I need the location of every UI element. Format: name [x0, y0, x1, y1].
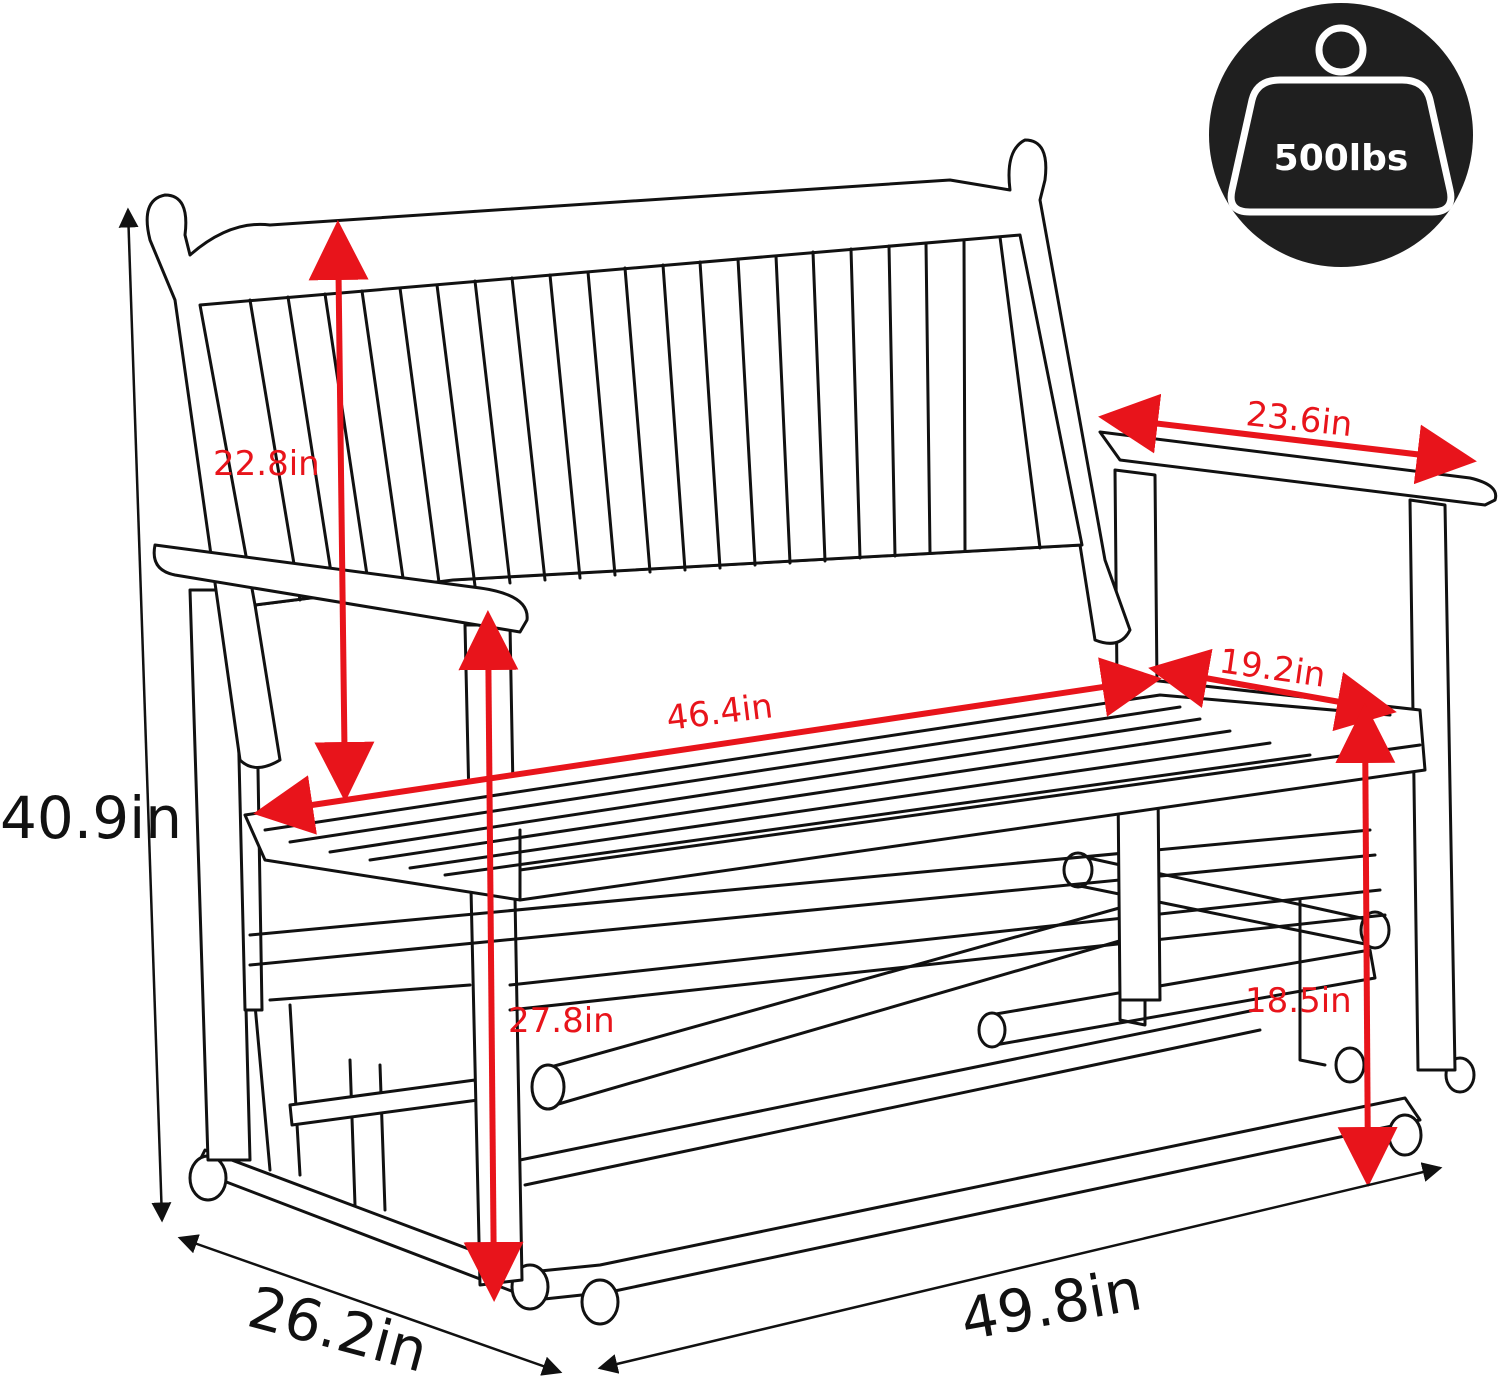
overall-width-line — [597, 1162, 1443, 1374]
armrest-height-label: 27.8in — [508, 1001, 615, 1041]
capacity-badge-circle — [1209, 3, 1473, 267]
backrest-height-label: 22.8in — [213, 444, 320, 484]
capacity-badge: 500lbs — [1209, 3, 1473, 267]
overall-height-label: 40.9in — [0, 784, 182, 852]
overall-width-label: 49.8in — [956, 1255, 1147, 1354]
overall-depth-line — [177, 1234, 563, 1376]
overall-depth-label: 26.2in — [241, 1273, 434, 1383]
capacity-label: 500lbs — [1274, 138, 1409, 179]
weight-icon — [1227, 24, 1455, 216]
seat-width-arrow — [253, 657, 1162, 835]
overall-height-line — [118, 207, 172, 1223]
red-dimension-arrows — [253, 220, 1477, 1302]
overall-dimension-lines — [118, 207, 1443, 1376]
seat-depth-label: 19.2in — [1217, 641, 1328, 695]
seat-height-arrow — [1335, 703, 1398, 1187]
armrest-height-arrow — [458, 610, 524, 1302]
seat-height-label: 18.5in — [1245, 981, 1352, 1021]
armrest-length-arrow — [1098, 393, 1477, 485]
seat-width-label: 46.4in — [664, 686, 775, 739]
